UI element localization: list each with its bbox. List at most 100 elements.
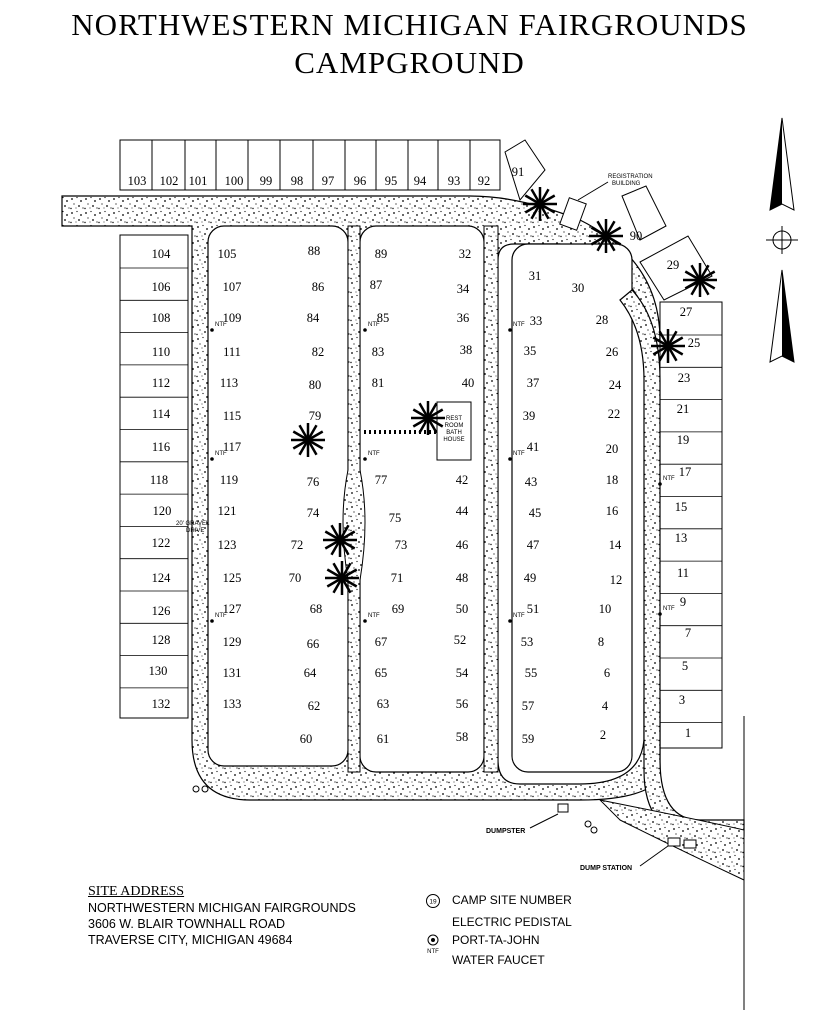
campsite-105[interactable]: 105 [218, 247, 237, 261]
campsite-117[interactable]: 117 [223, 440, 241, 454]
campsite-108[interactable]: 108 [152, 311, 171, 325]
campsite-27[interactable]: 27 [680, 305, 693, 319]
campsite-80[interactable]: 80 [309, 378, 322, 392]
campsite-66[interactable]: 66 [307, 637, 320, 651]
campsite-104[interactable]: 104 [152, 247, 172, 261]
campsite-43[interactable]: 43 [525, 475, 538, 489]
campsite-90[interactable]: 90 [630, 229, 643, 243]
campsite-116[interactable]: 116 [152, 440, 170, 454]
campsite-59[interactable]: 59 [522, 732, 535, 746]
campsite-128[interactable]: 128 [152, 633, 171, 647]
dump-station[interactable]: DUMP STATION [580, 837, 697, 872]
campsite-133[interactable]: 133 [223, 697, 242, 711]
campsite-71[interactable]: 71 [391, 571, 404, 585]
campsite-17[interactable]: 17 [679, 465, 692, 479]
campsite-57[interactable]: 57 [522, 699, 535, 713]
campsite-11[interactable]: 11 [677, 566, 689, 580]
campsite-84[interactable]: 84 [307, 311, 320, 325]
campsite-23[interactable]: 23 [678, 371, 691, 385]
campsite-62[interactable]: 62 [308, 699, 321, 713]
campsite-7[interactable]: 7 [685, 626, 691, 640]
campsite-125[interactable]: 125 [223, 571, 242, 585]
campsite-102[interactable]: 102 [160, 174, 179, 188]
campsite-47[interactable]: 47 [527, 538, 540, 552]
campsite-81[interactable]: 81 [372, 376, 385, 390]
campsite-112[interactable]: 112 [152, 376, 170, 390]
campsite-13[interactable]: 13 [675, 531, 688, 545]
campsite-60[interactable]: 60 [300, 732, 313, 746]
campsite-38[interactable]: 38 [460, 343, 473, 357]
campsite-30[interactable]: 30 [572, 281, 585, 295]
campsite-98[interactable]: 98 [291, 174, 304, 188]
campsite-1[interactable]: 1 [685, 726, 691, 740]
campsite-113[interactable]: 113 [220, 376, 238, 390]
campsite-74[interactable]: 74 [307, 506, 320, 520]
campsite-61[interactable]: 61 [377, 732, 390, 746]
campsite-10[interactable]: 10 [599, 602, 612, 616]
campsite-37[interactable]: 37 [527, 376, 540, 390]
campsite-32[interactable]: 32 [459, 247, 472, 261]
campsite-56[interactable]: 56 [456, 697, 469, 711]
campsite-54[interactable]: 54 [456, 666, 469, 680]
campsite-82[interactable]: 82 [312, 345, 325, 359]
campsite-103[interactable]: 103 [128, 174, 147, 188]
campsite-55[interactable]: 55 [525, 666, 538, 680]
campsite-72[interactable]: 72 [291, 538, 304, 552]
campsite-99[interactable]: 99 [260, 174, 273, 188]
campsite-89[interactable]: 89 [375, 247, 388, 261]
campsite-95[interactable]: 95 [385, 174, 398, 188]
campsite-114[interactable]: 114 [152, 407, 171, 421]
campsite-26[interactable]: 26 [606, 345, 619, 359]
campsite-115[interactable]: 115 [223, 409, 241, 423]
campsite-96[interactable]: 96 [354, 174, 367, 188]
campsite-5[interactable]: 5 [682, 659, 688, 673]
campsite-50[interactable]: 50 [456, 602, 469, 616]
campsite-119[interactable]: 119 [220, 473, 238, 487]
campsite-132[interactable]: 132 [152, 697, 171, 711]
campsite-121[interactable]: 121 [218, 504, 237, 518]
campsite-83[interactable]: 83 [372, 345, 385, 359]
campsite-126[interactable]: 126 [152, 604, 171, 618]
campsite-8[interactable]: 8 [598, 635, 604, 649]
campsite-77[interactable]: 77 [375, 473, 388, 487]
campsite-12[interactable]: 12 [610, 573, 623, 587]
campsite-3[interactable]: 3 [679, 693, 685, 707]
campsite-29[interactable]: 29 [667, 258, 680, 272]
campsite-79[interactable]: 79 [309, 409, 322, 423]
campsite-86[interactable]: 86 [312, 280, 325, 294]
campsite-94[interactable]: 94 [414, 174, 427, 188]
campsite-4[interactable]: 4 [602, 699, 609, 713]
campsite-2[interactable]: 2 [600, 728, 606, 742]
campsite-87[interactable]: 87 [370, 278, 383, 292]
campsite-106[interactable]: 106 [152, 280, 171, 294]
campsite-110[interactable]: 110 [152, 345, 170, 359]
campsite-73[interactable]: 73 [395, 538, 408, 552]
campsite-91[interactable]: 91 [512, 165, 525, 179]
campsite-101[interactable]: 101 [189, 174, 208, 188]
campsite-25[interactable]: 25 [688, 336, 701, 350]
campsite-64[interactable]: 64 [304, 666, 317, 680]
campsite-75[interactable]: 75 [389, 511, 402, 525]
campsite-63[interactable]: 63 [377, 697, 390, 711]
campsite-120[interactable]: 120 [153, 504, 172, 518]
campsite-51[interactable]: 51 [527, 602, 540, 616]
campsite-88[interactable]: 88 [308, 244, 321, 258]
campsite-122[interactable]: 122 [152, 536, 171, 550]
campsite-93[interactable]: 93 [448, 174, 461, 188]
campsite-18[interactable]: 18 [606, 473, 619, 487]
campsite-118[interactable]: 118 [150, 473, 168, 487]
campsite-124[interactable]: 124 [152, 571, 172, 585]
campsite-42[interactable]: 42 [456, 473, 469, 487]
campsite-9[interactable]: 9 [680, 595, 686, 609]
campsite-130[interactable]: 130 [149, 664, 168, 678]
campsite-127[interactable]: 127 [223, 602, 242, 616]
campsite-19[interactable]: 19 [677, 433, 690, 447]
campsite-129[interactable]: 129 [223, 635, 242, 649]
campsite-48[interactable]: 48 [456, 571, 469, 585]
campsite-67[interactable]: 67 [375, 635, 388, 649]
campsite-45[interactable]: 45 [529, 506, 542, 520]
campsite-24[interactable]: 24 [609, 378, 622, 392]
campsite-15[interactable]: 15 [675, 500, 688, 514]
